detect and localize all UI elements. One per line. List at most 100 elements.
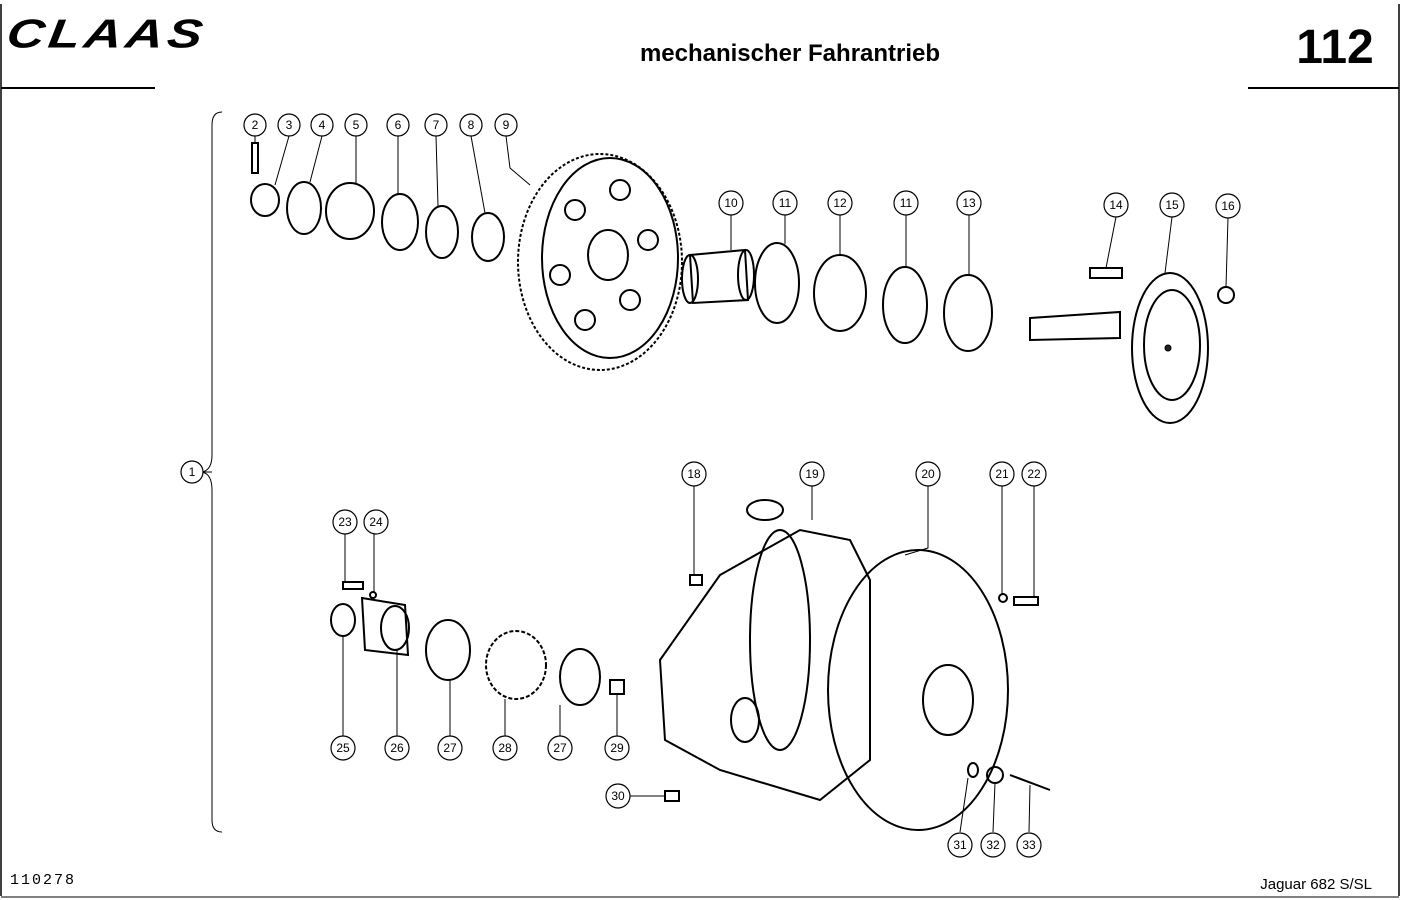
svg-text:29: 29 [610, 741, 624, 755]
washer-part [998, 593, 1008, 603]
key-part [609, 679, 625, 695]
plug-part [664, 790, 680, 802]
callout-31: 31 [947, 832, 973, 858]
page-title: mechanischer Fahrantrieb [639, 40, 941, 67]
svg-text:19: 19 [805, 467, 819, 481]
svg-text:30: 30 [611, 789, 625, 803]
bolt-part [1009, 774, 1051, 791]
leader-lines [204, 135, 1229, 833]
callout-25: 25 [330, 735, 356, 761]
callout-28: 28 [492, 735, 518, 761]
svg-text:13: 13 [962, 196, 976, 210]
svg-text:1: 1 [189, 465, 196, 479]
svg-text:11: 11 [779, 196, 792, 210]
callout-1: 1 [180, 460, 204, 484]
seal-part [943, 274, 993, 352]
bearing-part [325, 182, 375, 240]
svg-text:25: 25 [336, 741, 350, 755]
gear-body [541, 157, 679, 359]
circlip-part [425, 205, 459, 259]
upper-parts [250, 142, 1235, 424]
housing-cover [827, 549, 1009, 831]
callout-2: 2 [243, 113, 267, 137]
callout-10: 10 [718, 190, 744, 216]
callout-27a: 27 [437, 735, 463, 761]
bushing-part [471, 212, 505, 262]
drive-shaft [1029, 310, 1121, 342]
callout-33: 33 [1016, 832, 1042, 858]
bearing-part [425, 619, 471, 681]
svg-text:27: 27 [443, 741, 457, 755]
callout-5: 5 [344, 113, 368, 137]
bearing-housing [360, 596, 410, 657]
callout-16: 16 [1215, 193, 1241, 219]
svg-text:7: 7 [433, 118, 440, 132]
callout-20: 20 [915, 461, 941, 487]
callout-14: 14 [1103, 192, 1129, 218]
gear-hub [587, 229, 629, 281]
svg-text:23: 23 [338, 515, 352, 529]
svg-text:24: 24 [369, 515, 383, 529]
callout-8: 8 [459, 113, 483, 137]
callout-24: 24 [363, 509, 389, 535]
svg-text:5: 5 [353, 118, 360, 132]
nut-part [250, 183, 280, 217]
svg-text:14: 14 [1109, 198, 1123, 212]
svg-text:12: 12 [833, 196, 847, 210]
callout-27b: 27 [547, 735, 573, 761]
svg-text:22: 22 [1027, 467, 1041, 481]
callout-22: 22 [1021, 461, 1047, 487]
callout-15: 15 [1159, 192, 1185, 218]
pin-part [251, 142, 259, 174]
svg-text:3: 3 [286, 118, 293, 132]
seal-part [330, 603, 356, 637]
svg-text:28: 28 [498, 741, 512, 755]
plug-part [689, 574, 703, 586]
bolt-part [342, 581, 364, 590]
svg-text:18: 18 [687, 467, 701, 481]
bearing-part [813, 254, 867, 332]
callout-6: 6 [386, 113, 410, 137]
callout-12: 12 [827, 190, 853, 216]
callout-30: 30 [605, 783, 631, 809]
svg-text:9: 9 [503, 118, 510, 132]
svg-text:27: 27 [553, 741, 567, 755]
callout-18: 18 [681, 461, 707, 487]
pinion-part [485, 630, 547, 700]
svg-text:2: 2 [252, 118, 259, 132]
callout-29: 29 [604, 735, 630, 761]
callout-3: 3 [277, 113, 301, 137]
svg-text:33: 33 [1022, 838, 1036, 852]
callout-13: 13 [956, 190, 982, 216]
svg-text:31: 31 [953, 838, 967, 852]
circlip-part [754, 242, 800, 324]
model-name: Jaguar 682 S/SL [1260, 876, 1372, 893]
svg-text:26: 26 [390, 741, 404, 755]
callout-9: 9 [494, 113, 518, 137]
ring-part [286, 181, 322, 235]
callout-11b: 11 [893, 190, 919, 216]
svg-text:10: 10 [724, 196, 738, 210]
callout-7: 7 [424, 113, 448, 137]
svg-text:32: 32 [986, 838, 1000, 852]
drive-flange [1131, 272, 1209, 424]
svg-text:6: 6 [395, 118, 402, 132]
svg-text:15: 15 [1165, 198, 1179, 212]
svg-text:4: 4 [319, 118, 326, 132]
svg-text:16: 16 [1221, 199, 1235, 213]
page-number: 112 [1296, 21, 1374, 74]
washer-part [967, 762, 979, 778]
bearing-part [559, 648, 601, 706]
callout-26: 26 [384, 735, 410, 761]
callout-21: 21 [989, 461, 1015, 487]
bolt-part [1013, 596, 1039, 606]
cap-nut-part [1217, 286, 1235, 304]
callout-11a: 11 [772, 190, 798, 216]
svg-text:8: 8 [468, 118, 475, 132]
document-number: 110278 [10, 872, 77, 889]
callout-32: 32 [980, 832, 1006, 858]
callout-23: 23 [332, 509, 358, 535]
